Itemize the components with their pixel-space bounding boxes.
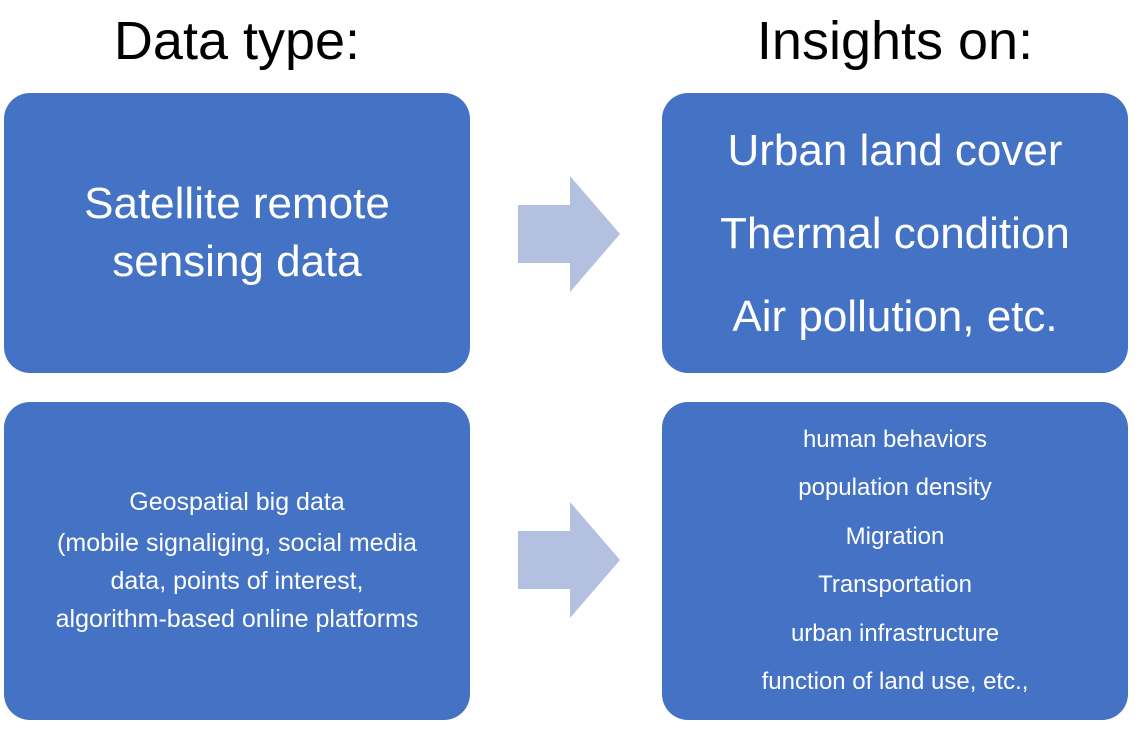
insights-header: Insights on: — [756, 11, 1034, 71]
satellite-insight-item: Thermal condition — [720, 208, 1070, 258]
satellite-data-line-1: Satellite remote — [84, 179, 390, 228]
data-type-header: Data type: — [113, 11, 361, 71]
satellite-insights-box: Urban land cover Thermal condition Air p… — [662, 93, 1128, 373]
geospatial-insights-box: human behaviors population density Migra… — [662, 402, 1128, 720]
geospatial-insight-item: Transportation — [818, 571, 972, 598]
geospatial-data-line: (mobile signaliging, social media — [57, 529, 417, 557]
geospatial-data-title: Geospatial big data — [129, 488, 345, 516]
geospatial-data-box: Geospatial big data (mobile signaliging,… — [4, 402, 470, 720]
geospatial-insight-item: urban infrastructure — [790, 619, 1000, 647]
geospatial-insight-item: function of land use, etc., — [761, 668, 1029, 695]
satellite-data-box: Satellite remote sensing data — [4, 93, 470, 373]
geospatial-insight-item: Migration — [845, 522, 945, 550]
satellite-insight-item: Urban land cover — [727, 125, 1063, 175]
right-arrow-icon — [518, 176, 620, 292]
geospatial-data-line: data, points of interest, — [110, 567, 364, 595]
satellite-data-line-2: sensing data — [112, 237, 362, 286]
geospatial-insight-item: population density — [798, 474, 992, 501]
satellite-insight-item: Air pollution, etc. — [732, 291, 1058, 341]
geospatial-data-line: algorithm-based online platforms — [55, 605, 419, 633]
right-arrow-icon — [518, 502, 620, 618]
geospatial-insight-item: human behaviors — [802, 425, 988, 453]
